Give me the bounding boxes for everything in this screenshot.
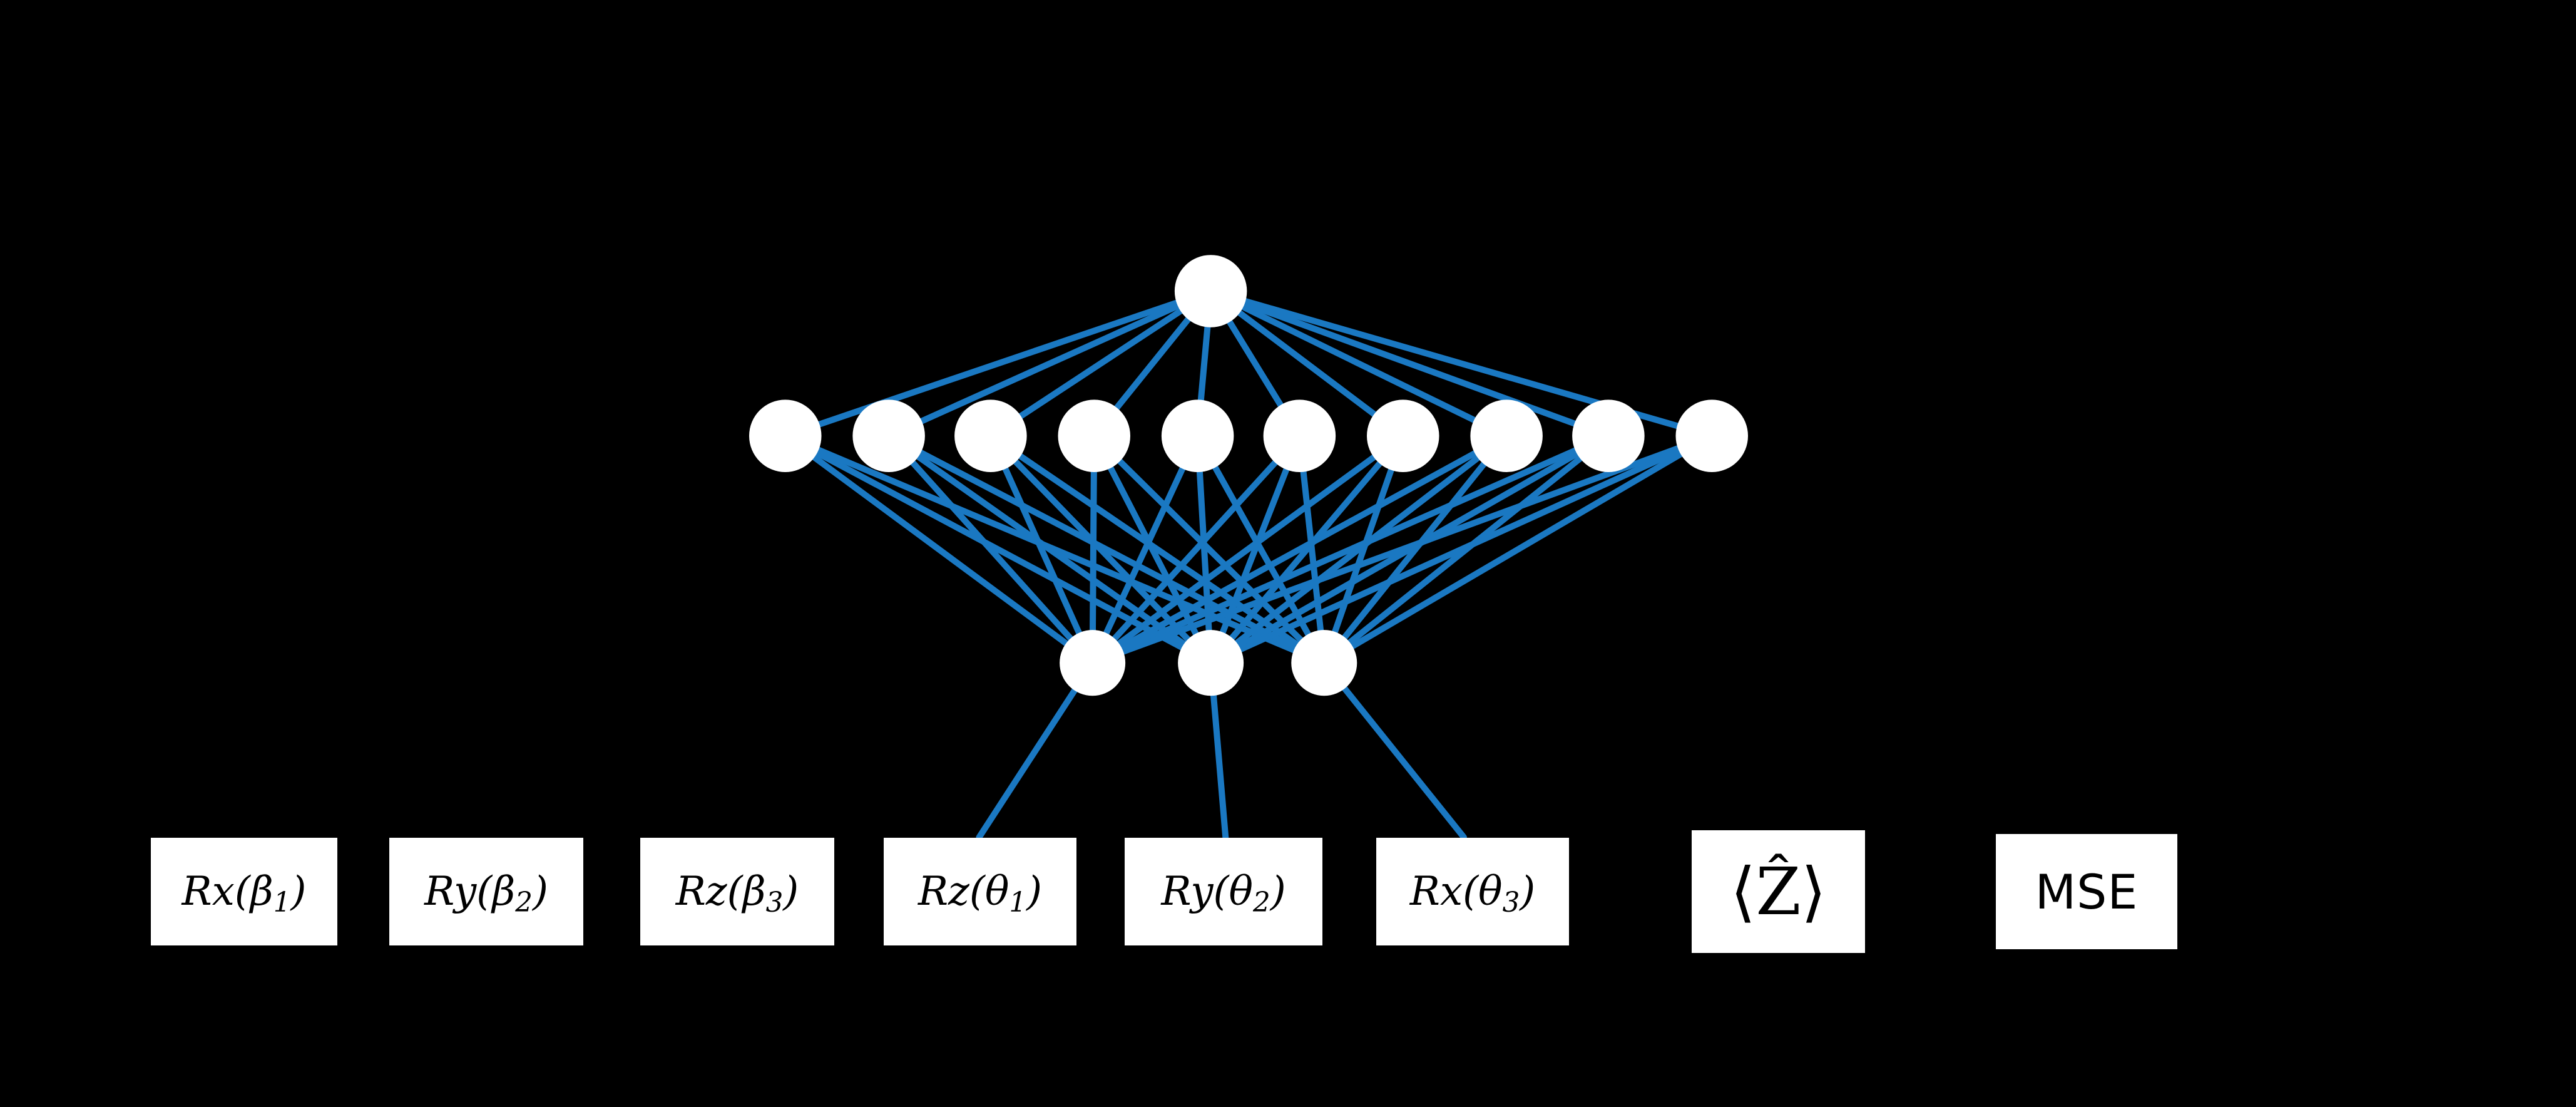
edge-line xyxy=(1207,433,1715,666)
output-layer-node xyxy=(1174,255,1247,327)
gate-box-rx-theta3: Rx(θ3) xyxy=(1376,838,1569,945)
edge-line xyxy=(1091,433,1327,666)
edge-line xyxy=(1089,433,1715,666)
edge-line xyxy=(782,287,1214,440)
hidden-layer-node xyxy=(1470,399,1543,472)
gate-label-rz-beta3: Rz(β3) xyxy=(675,868,799,919)
edge-line xyxy=(886,433,1096,666)
hidden-layer-node xyxy=(1161,399,1234,472)
expectation-box: ⟨Ẑ⟩ xyxy=(1692,830,1865,953)
edge-line xyxy=(1321,433,1715,666)
gate-label-ry-beta2: Ry(β2) xyxy=(424,868,548,919)
edge-line xyxy=(1194,433,1214,666)
hidden-layer-node xyxy=(1058,399,1130,472)
edge-line xyxy=(1089,433,1201,666)
gate-box-rx-beta1: Rx(β1) xyxy=(151,838,337,945)
edge-line xyxy=(1207,433,1510,666)
edge-line xyxy=(1207,287,1612,440)
mse-box: MSE xyxy=(1996,834,2177,949)
gate-box-rz-theta1: Rz(θ1) xyxy=(884,838,1076,945)
edge-lines xyxy=(782,287,1715,841)
edge-line xyxy=(1296,433,1327,666)
gate-label-rx-beta1: Rx(β1) xyxy=(181,868,307,919)
hidden-layer-node xyxy=(1367,399,1439,472)
edge-line xyxy=(1207,433,1303,666)
hidden-layer-node xyxy=(1572,399,1645,472)
edge-line xyxy=(987,433,1327,666)
edge-line xyxy=(1207,287,1406,440)
edge-line xyxy=(976,659,1096,841)
edge-line xyxy=(782,433,1096,666)
edge-line xyxy=(1207,433,1406,666)
gate-label-rx-theta3: Rx(θ3) xyxy=(1409,868,1536,919)
gate-label-ry-theta2: Ry(θ2) xyxy=(1161,868,1286,919)
hidden-layer-node xyxy=(1263,399,1336,472)
edge-line xyxy=(1194,433,1327,666)
edge-line xyxy=(886,287,1214,440)
parameter-layer-node xyxy=(1060,630,1126,696)
gate-box-ry-beta2: Ry(β2) xyxy=(389,838,583,945)
edge-line xyxy=(1089,433,1612,666)
mse-label: MSE xyxy=(2035,863,2139,920)
edge-line xyxy=(1089,433,1406,666)
parameter-layer-node xyxy=(1178,630,1244,696)
gate-box-ry-theta2: Ry(θ2) xyxy=(1125,838,1322,945)
edge-line xyxy=(1089,433,1098,666)
edge-line xyxy=(1089,433,1303,666)
edge-line xyxy=(1089,433,1510,666)
hidden-layer-node xyxy=(1675,399,1748,472)
gate-box-rz-beta3: Rz(β3) xyxy=(640,838,834,945)
edge-line xyxy=(886,433,1327,666)
hidden-layer-node xyxy=(954,399,1027,472)
expectation-label: ⟨Ẑ⟩ xyxy=(1730,853,1827,930)
parameter-layer-node xyxy=(1291,630,1357,696)
hidden-layer-node xyxy=(852,399,925,472)
edge-line xyxy=(987,433,1096,666)
network-nodes xyxy=(749,255,1748,696)
edge-line xyxy=(987,287,1214,440)
edge-line xyxy=(1207,287,1510,440)
gate-label-rz-theta1: Rz(θ1) xyxy=(917,868,1043,919)
edge-line xyxy=(1321,659,1467,841)
hidden-layer-node xyxy=(749,399,822,472)
